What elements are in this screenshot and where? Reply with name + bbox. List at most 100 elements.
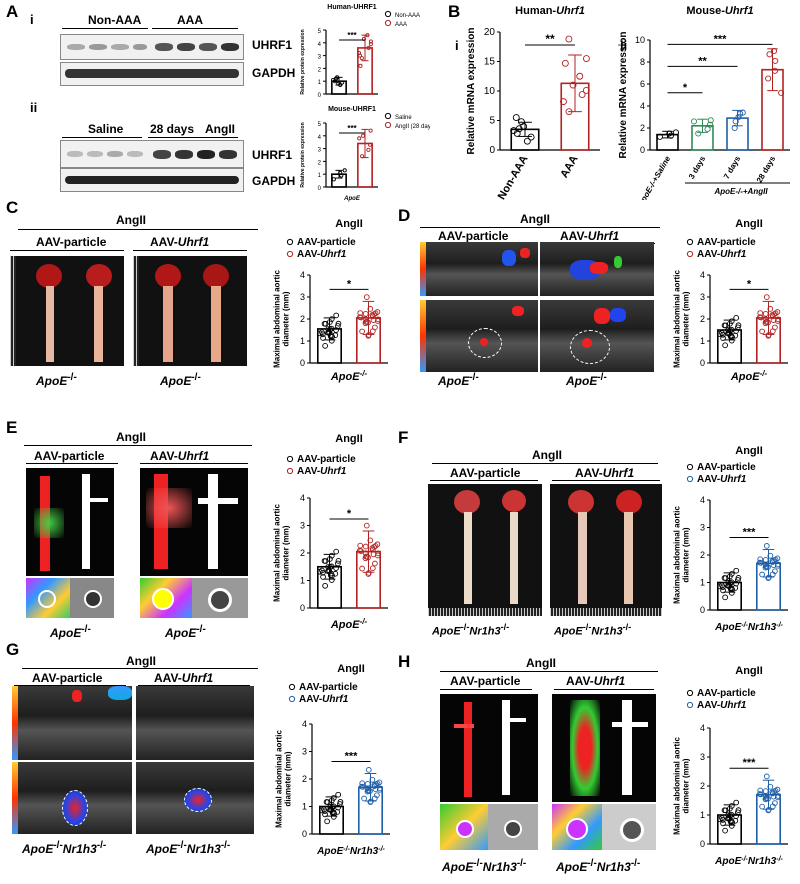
y-axis-label-line: Maximal abdominal aortic xyxy=(673,737,682,835)
y-tick-label: 0 xyxy=(700,358,705,368)
data-point xyxy=(328,337,335,344)
y-axis-label: Maximal abdominal aorticdiameter (mm) xyxy=(273,504,291,602)
legend-marker xyxy=(286,467,294,475)
panel-label-e: E xyxy=(6,418,18,437)
data-point xyxy=(737,110,744,117)
ct-cross-color-h-aav-particle xyxy=(440,804,488,850)
data-point xyxy=(319,331,326,338)
significance-label: *** xyxy=(714,33,728,45)
data-point xyxy=(374,541,381,548)
x-axis-label-sup: -/- xyxy=(378,846,385,853)
y-axis-label-line: Maximal abdominal aortic xyxy=(275,730,284,828)
data-point xyxy=(706,121,714,128)
data-point xyxy=(731,124,738,132)
panel-g-genotype-right: ApoE-/-Nr1h3-/- xyxy=(146,840,231,856)
data-point xyxy=(727,573,733,580)
data-point xyxy=(727,812,734,819)
ct-angiography-aav-uhrf1 xyxy=(140,468,248,576)
legend-marker xyxy=(686,475,694,483)
panel-label-h: H xyxy=(398,652,411,671)
data-point xyxy=(762,557,769,563)
legend-label-italic: Uhrf1 xyxy=(720,700,747,711)
legend-label: AAV-particle xyxy=(297,454,356,465)
blot-ii-group-28days: 28 days xyxy=(150,122,195,136)
western-blot-uhrf1-mouse xyxy=(60,140,244,168)
y-axis-label: Maximal abdominal aorticdiameter (mm) xyxy=(273,270,291,368)
y-tick-label: 2 xyxy=(318,67,322,73)
panel-c-genotype-left: ApoE-/- xyxy=(36,372,77,388)
data-point xyxy=(767,783,774,790)
data-point xyxy=(770,793,777,800)
data-point xyxy=(368,128,373,133)
legend-label: AAV-particle xyxy=(697,462,756,473)
y-tick-label: 3 xyxy=(300,292,305,302)
y-tick-label: 2 xyxy=(302,774,307,784)
x-axis-label: ApoE-/- xyxy=(330,369,368,384)
x-axis-label-part: ApoE xyxy=(730,371,760,383)
data-point xyxy=(716,331,723,337)
y-tick-label: 1 xyxy=(700,810,705,820)
data-point xyxy=(336,81,341,86)
x-tick-label: 28 days xyxy=(755,154,778,184)
data-point xyxy=(328,570,334,577)
data-point xyxy=(333,565,339,571)
x-axis-label-part: Nr1h3 xyxy=(748,622,777,633)
y-axis-label: Relative mRNA expression xyxy=(466,28,477,155)
x-axis-label-part: ApoE xyxy=(343,196,361,202)
data-point xyxy=(704,126,711,133)
data-point xyxy=(365,33,370,38)
data-point xyxy=(774,309,781,315)
y-tick-label: 1 xyxy=(300,576,305,586)
legend-label: AAV-Uhrf1 xyxy=(297,466,347,477)
y-tick-label: 2 xyxy=(700,550,705,560)
data-point xyxy=(728,823,735,829)
y-tick-label: 4 xyxy=(700,495,705,505)
x-axis-label-part: ApoE xyxy=(316,846,343,857)
data-point xyxy=(728,589,735,596)
data-point xyxy=(759,803,765,810)
panel-e-title: AngII xyxy=(116,430,146,444)
y-tick-label: 2 xyxy=(318,160,322,166)
y-axis-label-line: diameter (mm) xyxy=(681,527,690,582)
y-tick-label: 3 xyxy=(700,292,705,302)
significance-label: ** xyxy=(698,55,707,67)
panel-f-genotype-left: ApoE-/-Nr1h3-/- xyxy=(432,622,510,638)
legend-label-italic: Uhrf1 xyxy=(720,249,747,260)
data-point xyxy=(329,803,336,810)
y-tick-label: 4 xyxy=(640,101,645,111)
x-axis-label-part: Nr1h3 xyxy=(350,846,379,857)
panel-c-left-label: AAV-particle xyxy=(36,235,107,249)
chart-title: AngII xyxy=(337,663,365,675)
data-point xyxy=(335,791,342,798)
y-tick-label: 3 xyxy=(700,523,705,533)
legend-marker xyxy=(384,121,392,129)
y-tick-label: 10 xyxy=(635,35,645,45)
data-point xyxy=(767,552,774,559)
legend-marker xyxy=(286,250,294,258)
panel-d-left-label: AAV-particle xyxy=(438,229,509,243)
data-point xyxy=(359,328,365,335)
panel-a-ii-label: ii xyxy=(30,100,38,115)
legend-marker xyxy=(286,455,294,463)
data-point xyxy=(762,788,769,794)
chart-title: Mouse-UHRF1 xyxy=(328,106,376,113)
panel-h-genotype-right: ApoE-/-Nr1h3-/- xyxy=(556,858,641,874)
y-tick-label: 3 xyxy=(302,747,307,757)
y-axis-label: Relative mRNA expression xyxy=(618,32,629,159)
data-point xyxy=(765,332,772,338)
y-tick-label: 0 xyxy=(700,839,705,849)
y-axis-label: Maximal abdominal aorticdiameter (mm) xyxy=(673,737,691,835)
data-point xyxy=(733,580,739,587)
data-point xyxy=(366,147,371,152)
data-point xyxy=(357,53,363,58)
y-tick-label: 1 xyxy=(302,802,307,812)
chart-title-italic: Uhrf1 xyxy=(556,5,585,17)
data-point xyxy=(765,574,772,581)
x-tick-label: AAA xyxy=(558,153,580,180)
data-point xyxy=(770,562,777,568)
legend-label: AAA xyxy=(395,22,407,28)
